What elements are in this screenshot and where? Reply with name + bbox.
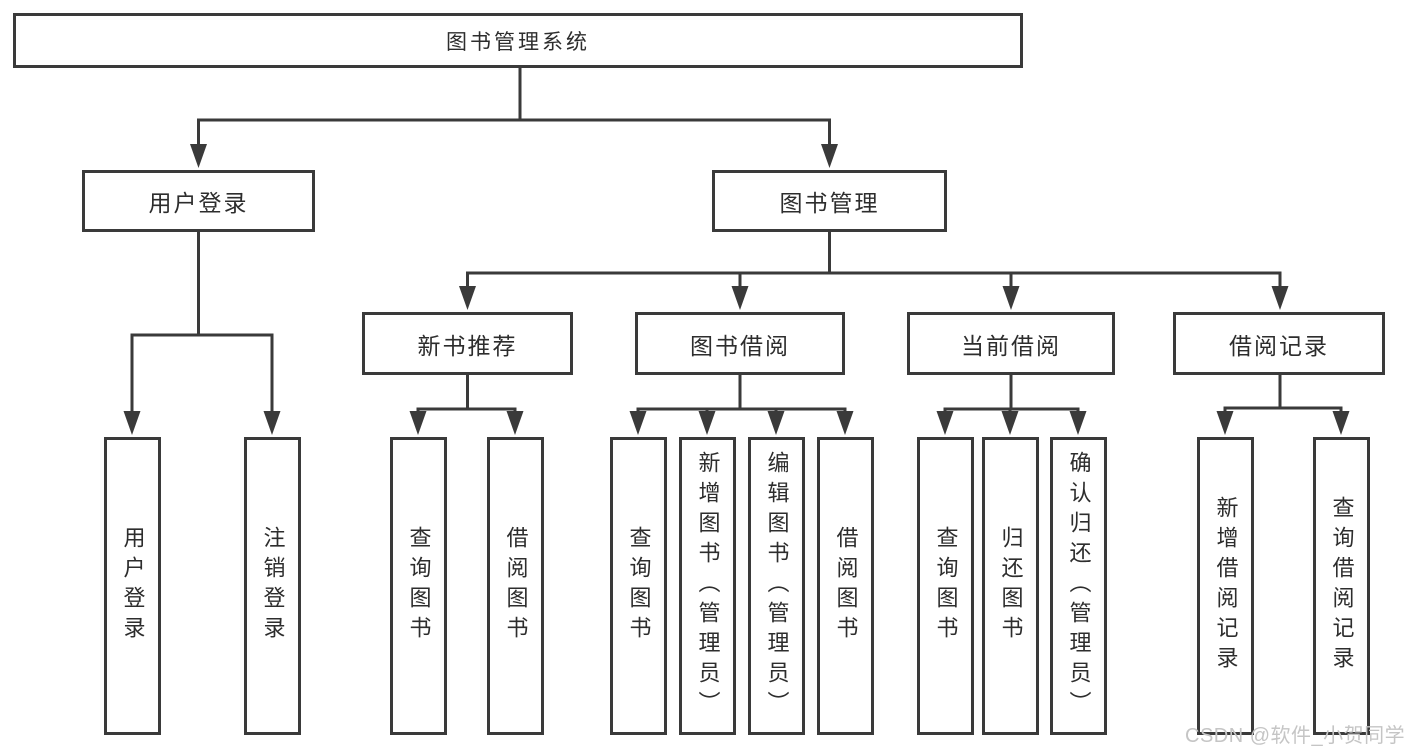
arrow-down-head <box>698 411 716 435</box>
arrow-down-head <box>1069 411 1087 435</box>
connector-current-borrow-to-leaves <box>936 375 1087 435</box>
connector-user-login-to-leaves <box>123 232 281 435</box>
arrow-down-head <box>821 144 838 168</box>
leaf-query-book-borrow: 查询图书 <box>610 437 667 735</box>
arrow-down-head <box>190 144 207 168</box>
leaf-user-login: 用户登录 <box>104 437 161 735</box>
leaf-logout: 注销登录 <box>244 437 301 735</box>
leaf-query-book-recommend: 查询图书 <box>390 437 447 735</box>
csdn-watermark: CSDN @软件_小贺同学 <box>1185 725 1405 747</box>
arrow-down-head <box>767 411 785 435</box>
arrow-down-head <box>1271 286 1289 310</box>
leaf-borrow-book-recommend: 借阅图书 <box>487 437 544 735</box>
leaf-add-book-admin: 新增图书（管理员） <box>679 437 736 735</box>
leaf-add-borrow-record: 新增借阅记录 <box>1197 437 1254 735</box>
arrow-down-head <box>836 411 854 435</box>
leaf-query-book-current: 查询图书 <box>917 437 974 735</box>
arrow-down-head <box>936 411 954 435</box>
leaf-borrow-book-borrow: 借阅图书 <box>817 437 874 735</box>
arrow-down-head <box>459 286 476 310</box>
arrow-down-head <box>123 411 141 435</box>
node-user-login: 用户登录 <box>82 170 315 232</box>
node-borrow-records: 借阅记录 <box>1173 312 1385 375</box>
connector-book-mgmt-to-level2 <box>459 232 1289 310</box>
arrow-down-head <box>629 411 647 435</box>
node-book-borrow: 图书借阅 <box>635 312 845 375</box>
node-book-management: 图书管理 <box>712 170 947 232</box>
node-root-system: 图书管理系统 <box>13 13 1023 68</box>
arrow-down-head <box>1332 411 1350 435</box>
leaf-return-book: 归还图书 <box>982 437 1039 735</box>
connector-root-to-level1 <box>190 68 838 168</box>
node-new-book-recommend: 新书推荐 <box>362 312 573 375</box>
leaf-confirm-return-admin: 确认归还（管理员） <box>1050 437 1107 735</box>
connector-new-book-rec-to-leaves <box>409 375 524 435</box>
arrow-down-head <box>263 411 281 435</box>
arrow-down-head <box>409 411 427 435</box>
arrow-down-head <box>1002 286 1020 310</box>
arrow-down-head <box>1216 411 1234 435</box>
arrow-down-head <box>731 286 749 310</box>
leaf-edit-book-admin: 编辑图书（管理员） <box>748 437 805 735</box>
node-current-borrow: 当前借阅 <box>907 312 1115 375</box>
connector-borrow-records-to-leaves <box>1216 375 1350 435</box>
arrow-down-head <box>1001 411 1019 435</box>
arrow-down-head <box>506 411 524 435</box>
leaf-query-borrow-record: 查询借阅记录 <box>1313 437 1370 735</box>
connector-book-borrow-to-leaves <box>629 375 854 435</box>
